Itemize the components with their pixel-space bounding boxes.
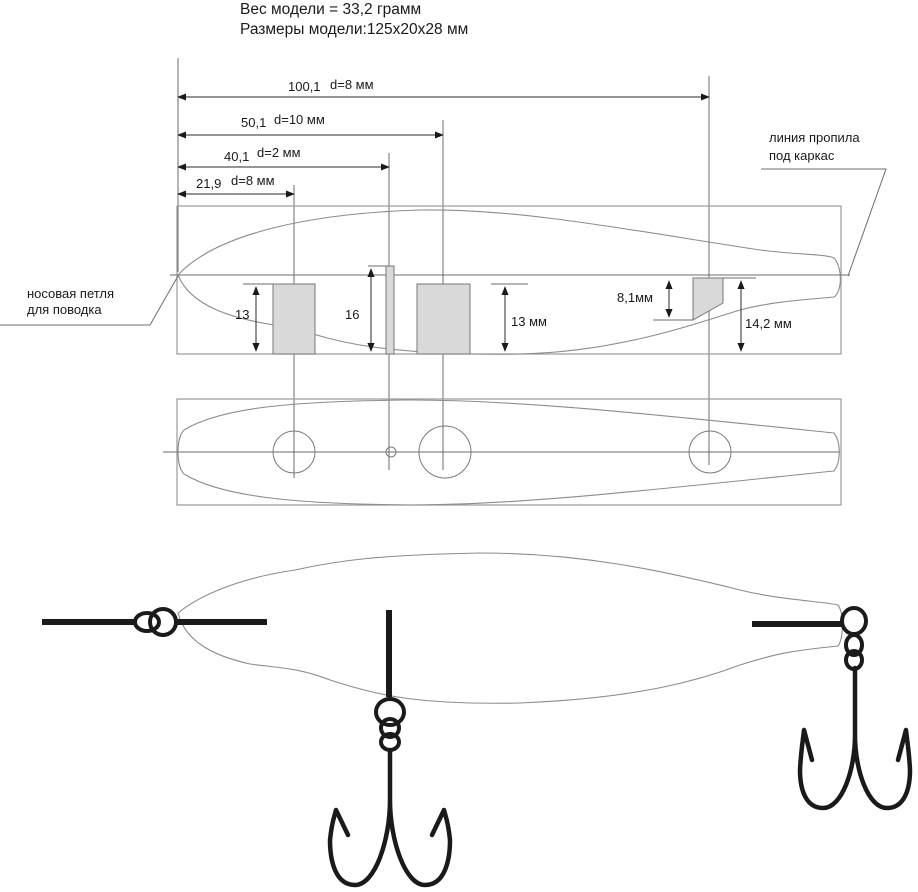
tail-treble-hook bbox=[797, 665, 913, 811]
rear-weight-cavity bbox=[692, 277, 724, 321]
tail-split-ring-1 bbox=[844, 633, 864, 657]
belly-split-ring-1 bbox=[379, 717, 401, 739]
assembled-view bbox=[42, 552, 913, 888]
belly-treble-hook bbox=[327, 747, 453, 888]
frame-slot bbox=[385, 265, 395, 355]
cut-line-label-1: линия пропила bbox=[769, 130, 860, 145]
middle-cavity-depth: 13 мм bbox=[511, 314, 547, 329]
leader-split-ring bbox=[133, 611, 161, 633]
nose-loop-callout: носовая петля для поводка bbox=[0, 275, 179, 326]
weight-label: Вес модели = 33,2 грамм bbox=[240, 1, 421, 18]
dimension-50: 50,1 d=10 мм bbox=[177, 112, 444, 139]
dimension-40: 40,1 d=2 мм bbox=[177, 145, 390, 171]
dimension-100-value: 100,1 bbox=[288, 79, 321, 94]
belly-eye-ring bbox=[374, 697, 406, 727]
assembled-body-outline bbox=[177, 552, 844, 704]
dimension-40-diameter: d=2 мм bbox=[257, 145, 301, 160]
nose-loop-label-1: носовая петля bbox=[27, 286, 114, 301]
nose-loop-ring bbox=[148, 607, 178, 637]
dimension-21-value: 21,9 bbox=[196, 176, 221, 191]
nose-loop-leader bbox=[0, 275, 179, 326]
dimension-21: 21,9 d=8 мм bbox=[177, 173, 295, 198]
rear-cavity-short-depth: 8,1мм bbox=[617, 290, 653, 305]
dimension-40-value: 40,1 bbox=[224, 149, 249, 164]
nose-loop-label-2: для поводка bbox=[27, 302, 102, 317]
middle-weight-cavity bbox=[416, 283, 471, 355]
rear-cavity-full-depth: 14,2 мм bbox=[745, 316, 792, 331]
hole-rear bbox=[688, 430, 732, 474]
dimension-21-diameter: d=8 мм bbox=[231, 173, 275, 188]
cut-line-label-2: под каркас bbox=[769, 148, 835, 163]
dimension-50-diameter: d=10 мм bbox=[274, 112, 325, 127]
hole-front bbox=[272, 430, 316, 474]
side-view: 13 16 13 мм 8,1мм 14,2 мм bbox=[170, 205, 850, 355]
dimension-50-value: 50,1 bbox=[241, 115, 266, 130]
size-label: Размеры модели:125х20х28 мм bbox=[240, 21, 468, 38]
hole-middle bbox=[418, 425, 472, 479]
hole-small bbox=[385, 446, 397, 458]
top-view bbox=[163, 398, 842, 506]
slot-depth: 16 bbox=[345, 307, 359, 322]
side-view-body-outline bbox=[177, 209, 841, 355]
dimension-100: 100,1 d=8 мм bbox=[177, 77, 710, 101]
front-cavity-depth: 13 bbox=[235, 307, 249, 322]
cut-line-callout: линия пропила под каркас bbox=[761, 130, 887, 277]
cut-line-leader bbox=[761, 168, 887, 277]
front-weight-cavity bbox=[272, 283, 316, 355]
top-view-body-outline bbox=[177, 399, 840, 506]
tail-eye-ring bbox=[840, 606, 868, 636]
dimension-100-diameter: d=8 мм bbox=[330, 77, 374, 92]
